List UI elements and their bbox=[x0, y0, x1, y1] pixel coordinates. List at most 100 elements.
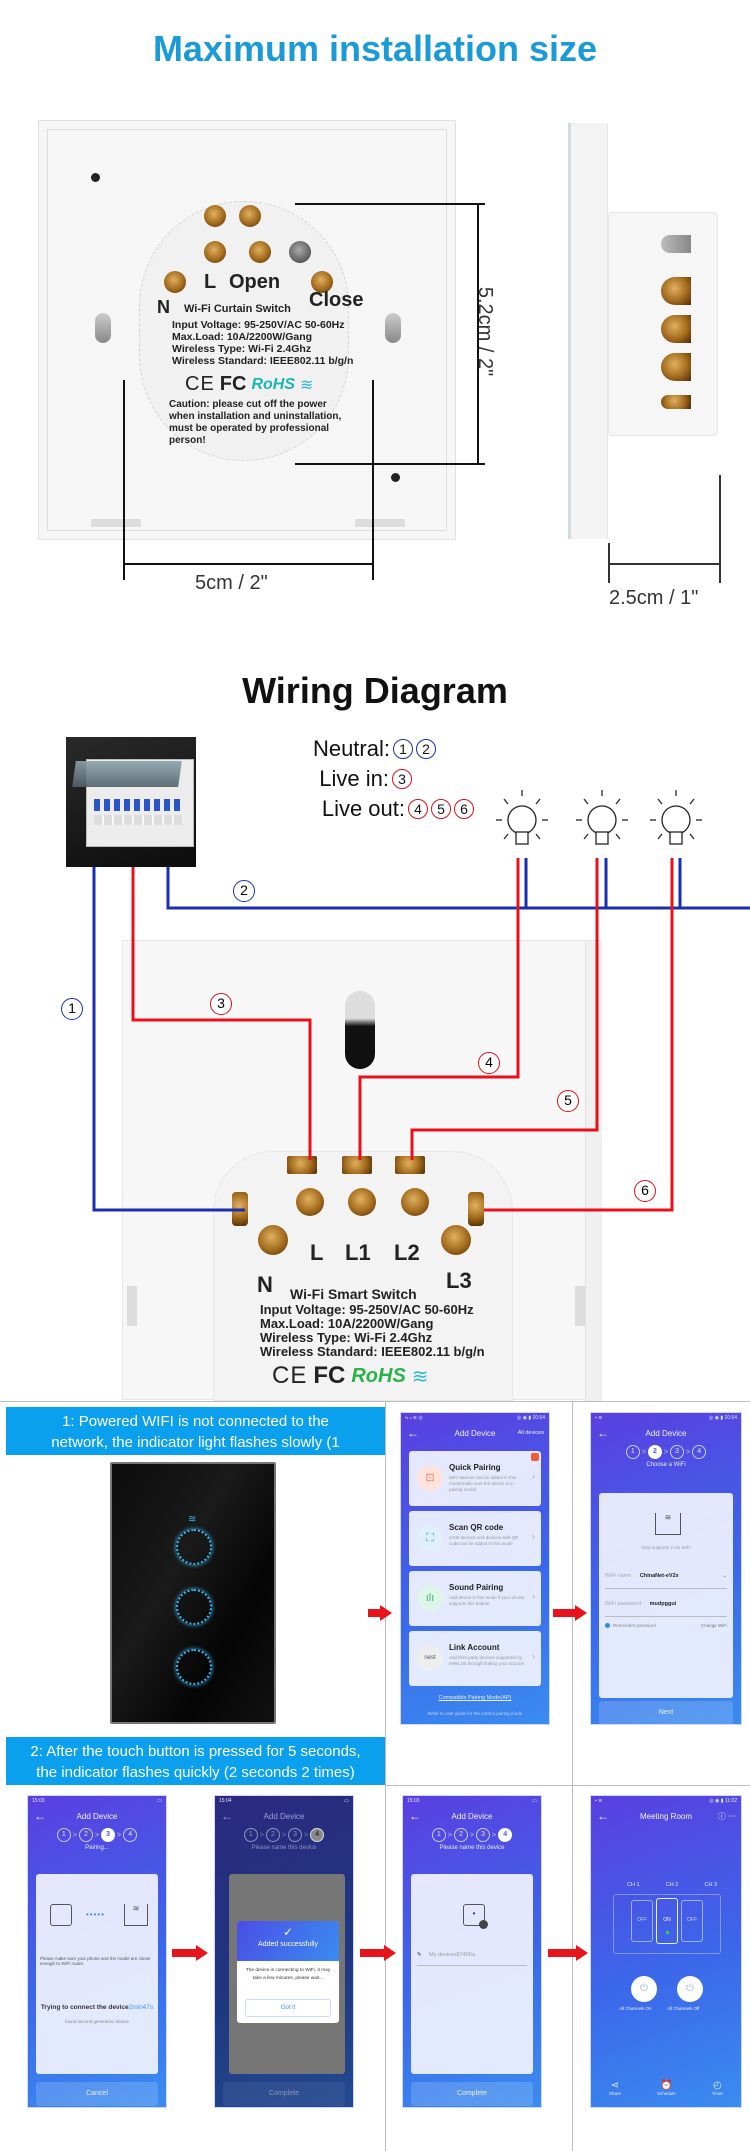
back-arrow-icon[interactable]: ← bbox=[597, 1426, 609, 1440]
step: 1 bbox=[243, 1828, 258, 1842]
got-it-button[interactable]: Got it bbox=[245, 1999, 331, 2017]
wifi-name-value: ChinaNet-eV2x bbox=[639, 1573, 679, 1579]
wifi-name-field[interactable]: WiFi name : ChinaNet-eV2x ⌄ bbox=[605, 1573, 727, 1589]
option-quick-pairing[interactable]: ⊡ Quick Pairing WiFi devices can be adde… bbox=[409, 1451, 541, 1506]
top-bar: ← Meeting Room ⓘ ⋯ bbox=[591, 1806, 741, 1826]
terminal-screw-n bbox=[258, 1225, 288, 1255]
step: 1 bbox=[431, 1828, 446, 1842]
channel-label: CH 2 bbox=[665, 1882, 679, 1888]
status-bar: ▪ ≋◎ ◉ ▮ 11:02 bbox=[591, 1796, 741, 1806]
all-devices-link[interactable]: All devices bbox=[517, 1430, 544, 1436]
wire-number-4: 4 bbox=[478, 1052, 500, 1074]
wifi-password-field[interactable]: WiFi password : mudpggui bbox=[605, 1601, 727, 1617]
back-arrow-icon[interactable]: ← bbox=[409, 1809, 421, 1823]
channel-toggle-3[interactable]: OFF bbox=[681, 1900, 703, 1942]
chevron-right-icon: › bbox=[532, 1651, 535, 1661]
cancel-button[interactable]: Cancel bbox=[36, 2082, 158, 2106]
step: 4 bbox=[692, 1445, 707, 1459]
back-arrow-icon[interactable]: ← bbox=[34, 1809, 46, 1823]
wire-number-badge: 6 bbox=[454, 799, 474, 819]
tab-share[interactable]: ⋖Share bbox=[609, 2080, 621, 2096]
wire-number-badge: 5 bbox=[431, 799, 451, 819]
option-sound-pairing[interactable]: ılı Sound Pairing Add device in this mod… bbox=[409, 1571, 541, 1626]
complete-button[interactable]: Complete bbox=[223, 2082, 345, 2106]
chevron-down-icon[interactable]: ⌄ bbox=[722, 1573, 727, 1579]
touch-button-1[interactable] bbox=[176, 1529, 212, 1565]
step: 4 bbox=[123, 1828, 138, 1842]
terminal-screw bbox=[239, 205, 261, 227]
change-wifi-link[interactable]: Change WiFi bbox=[700, 1623, 727, 1628]
complete-button[interactable]: Complete bbox=[411, 2082, 533, 2106]
connection-status: Trying to connect the device2min47s bbox=[36, 2004, 158, 2011]
compatible-pairing-link[interactable]: Compatible Pairing Mode(AP) bbox=[438, 1695, 512, 1701]
dim-line-width-left bbox=[123, 380, 125, 580]
pencil-icon: ✎ bbox=[417, 1952, 422, 1958]
switch-panel-outline bbox=[613, 1894, 721, 1954]
step: 3 bbox=[288, 1828, 303, 1842]
wire-neutral-2 bbox=[166, 867, 750, 910]
step-indicator: 1> 2> 3> 4 bbox=[591, 1443, 741, 1461]
option-title: Link Account bbox=[449, 1643, 500, 1652]
next-button[interactable]: Next bbox=[599, 1701, 733, 1724]
terminal-screw bbox=[164, 271, 186, 293]
status-bar: 15:04▭ bbox=[215, 1796, 353, 1806]
screen-added-successfully: 15:04▭ ← Add Device 1> 2> 3> 4 Please na… bbox=[214, 1795, 354, 2108]
more-options-icon[interactable]: ⓘ ⋯ bbox=[717, 1811, 736, 1821]
spec-line: Wireless Type: Wi-Fi 2.4Ghz bbox=[260, 1330, 433, 1345]
back-arrow-icon[interactable]: ← bbox=[597, 1809, 609, 1823]
section-title-installation-size: Maximum installation size bbox=[152, 28, 598, 69]
spec-line: Wireless Type: Wi-Fi 2.4Ghz bbox=[172, 343, 312, 355]
battery-icon: ▭ bbox=[344, 1798, 349, 1804]
wifi-icon: ≋ bbox=[300, 376, 314, 394]
grid-line bbox=[0, 1401, 750, 1402]
ce-mark-icon: CE bbox=[272, 1362, 308, 1389]
step-active: 2 bbox=[647, 1445, 662, 1459]
touch-switch-image: ≋ bbox=[110, 1462, 276, 1724]
option-title: Scan QR code bbox=[449, 1523, 504, 1532]
all-on-button[interactable]: ⏻ bbox=[631, 1976, 657, 2002]
wire-number-2: 2 bbox=[233, 880, 255, 902]
back-arrow-icon[interactable]: ← bbox=[221, 1809, 233, 1823]
terminal-label-l2: L2 bbox=[394, 1240, 420, 1265]
arrow-right-icon bbox=[172, 1945, 208, 1961]
touch-button-2[interactable] bbox=[176, 1589, 212, 1625]
side-clip-right bbox=[575, 1286, 585, 1326]
breaker-labels bbox=[94, 815, 182, 825]
bottom-clip bbox=[91, 519, 141, 527]
badge-icon bbox=[531, 1453, 539, 1461]
light-bulb-icon bbox=[496, 790, 548, 845]
screen-add-device: ▪ᵢₗ ᵢₗ ≋ ◎◎ ◉ ▮ 10:54 ← Add Device All d… bbox=[400, 1412, 550, 1725]
side-terminal-screw bbox=[661, 353, 691, 381]
remember-password-checkbox[interactable]: Remember password bbox=[605, 1623, 656, 1628]
switch-model-name: Wi-Fi Curtain Switch bbox=[184, 303, 291, 315]
terminal-screw-l3 bbox=[441, 1225, 471, 1255]
side-terminal-slot bbox=[661, 235, 691, 253]
touch-button-3[interactable] bbox=[176, 1649, 212, 1685]
found-text: found second generation device bbox=[65, 2019, 129, 2024]
all-off-button[interactable]: ⏻ bbox=[677, 1976, 703, 2002]
ce-mark-icon: CE bbox=[185, 373, 215, 395]
channel-toggle-1[interactable]: OFF bbox=[631, 1900, 653, 1942]
device-name-input[interactable]: ✎ My devices87466a bbox=[417, 1952, 527, 1966]
battery-icon: ▭ bbox=[532, 1798, 537, 1804]
status-icons: ▪ᵢₗ ᵢₗ ≋ ◎ bbox=[405, 1415, 423, 1421]
step-active: 4 bbox=[310, 1828, 325, 1842]
channel-state: ON bbox=[663, 1917, 671, 1923]
tab-timer[interactable]: ◴Timer bbox=[712, 2080, 723, 2096]
tab-schedule[interactable]: ⏰Schedule bbox=[657, 2080, 676, 2096]
progress-dots: ••••• bbox=[86, 1910, 106, 1919]
sound-wave-icon: ılı bbox=[417, 1585, 443, 1611]
top-bar: ← Add Device All devices bbox=[401, 1423, 549, 1443]
field-label: WiFi password : bbox=[605, 1601, 645, 1607]
legend-label: Live in: bbox=[319, 766, 389, 791]
option-link-account[interactable]: nest Link Account Add third party device… bbox=[409, 1631, 541, 1686]
back-arrow-icon[interactable]: ← bbox=[407, 1426, 419, 1440]
wifi-note: Only supports 2.4G WiFi bbox=[641, 1545, 691, 1550]
step1-banner: 1: Powered WIFI is not connected to the … bbox=[6, 1407, 385, 1472]
channel-toggle-2[interactable]: ON bbox=[656, 1898, 678, 1944]
wifi-password-value: mudpggui bbox=[649, 1601, 677, 1607]
side-terminal-screw bbox=[661, 277, 691, 305]
screw-hole bbox=[391, 473, 400, 482]
timer-icon: ◴ bbox=[712, 2080, 722, 2091]
option-scan-qr[interactable]: ⛶ Scan QR code GSM devices and devices w… bbox=[409, 1511, 541, 1566]
